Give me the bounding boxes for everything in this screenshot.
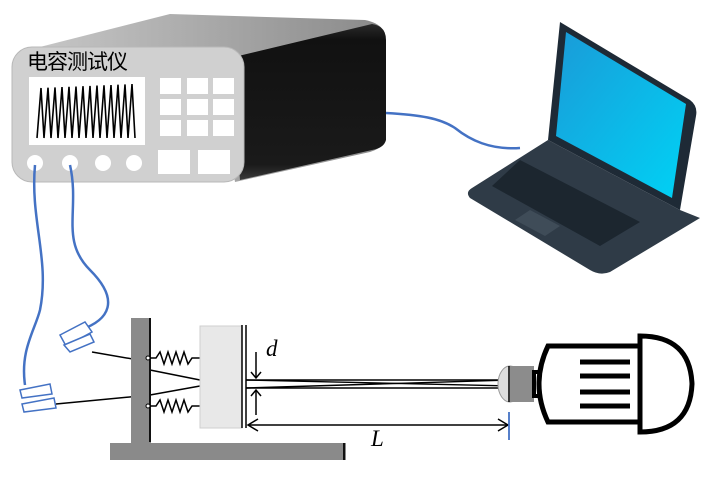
laptop-screen [556,32,686,198]
sliding-block [199,325,243,429]
laser-source [497,333,695,435]
instrument-title: 电容测试仪 [27,50,128,74]
waveform-trace [36,84,136,139]
keyboard [492,160,640,246]
support-frame [110,318,346,460]
alligator-clips [19,321,96,413]
laptop [467,22,700,274]
gap-label-d: d [266,336,278,361]
touchpad [515,210,560,236]
beam-lines [245,379,511,389]
springs [148,349,205,415]
gap-d-arrows [250,352,262,415]
length-label-L: L [371,426,384,451]
input-terminals[interactable] [27,155,142,171]
electrode-plate [241,325,247,428]
capacitance-tester [11,14,386,183]
usb-cable [385,111,521,150]
keypad[interactable] [158,78,234,174]
length-L-arrow [246,418,510,432]
test-leads [22,164,110,386]
